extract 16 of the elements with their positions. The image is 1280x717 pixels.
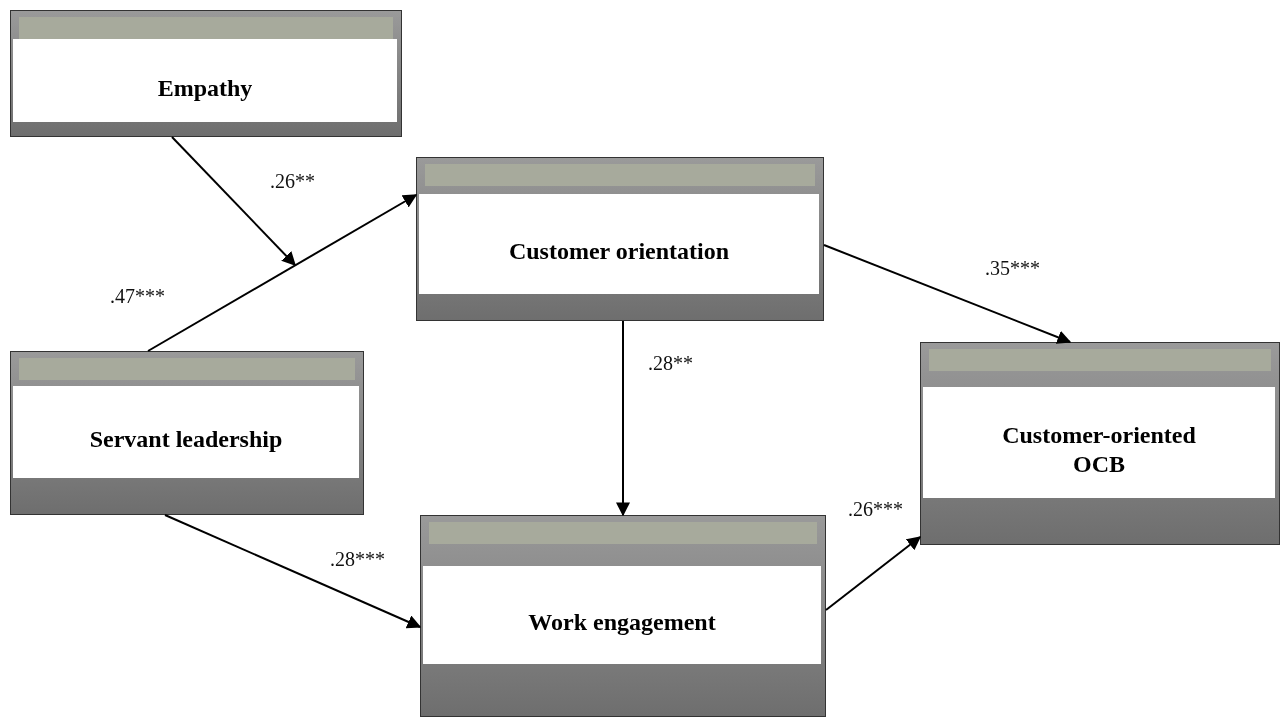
construct-name: Customer orientation [508,236,730,266]
arrow [147,194,418,352]
construct-name: Customer-oriented OCB [1001,420,1197,479]
arrow [823,244,1072,344]
construct-box [10,351,364,515]
construct-name: Empathy [157,74,253,103]
construct-name: Work engagement [528,607,716,637]
arrow [171,136,296,266]
arrow [616,320,630,517]
construct-box [420,515,826,717]
arrow [164,514,422,629]
construct-box [920,342,1280,545]
arrow [825,536,922,611]
construct-box [10,10,402,137]
construct-name: Servant leadership [89,424,283,454]
construct-box [416,157,824,321]
